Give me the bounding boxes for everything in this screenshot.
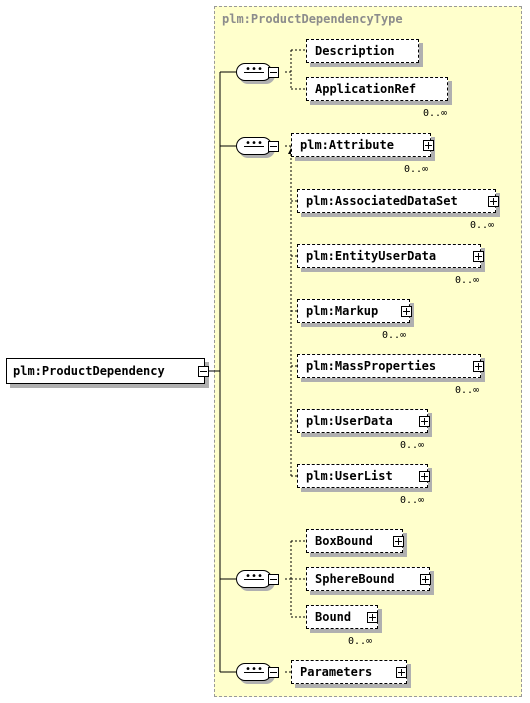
group-2-collapse-toggle[interactable]	[268, 141, 279, 152]
element-label: BoxBound	[315, 534, 373, 548]
element-label: SphereBound	[315, 572, 395, 586]
element-label: plm:Attribute	[300, 138, 394, 152]
occurs-label: 0..∞	[455, 275, 480, 286]
root-collapse-toggle[interactable]	[198, 366, 209, 377]
element-entityuserdata[interactable]: plm:EntityUserData	[297, 244, 481, 268]
expand-toggle[interactable]	[401, 306, 412, 317]
group-4-collapse-toggle[interactable]	[268, 667, 279, 678]
expand-toggle[interactable]	[393, 536, 404, 547]
sequence-compositor-1: •••	[236, 63, 272, 81]
element-label: Bound	[315, 610, 352, 624]
occurs-label: 0..∞	[423, 108, 448, 119]
expand-toggle[interactable]	[420, 574, 431, 585]
element-userdata[interactable]: plm:UserData	[297, 409, 428, 433]
element-applicationref[interactable]: ApplicationRef	[306, 77, 448, 101]
element-attribute[interactable]: plm:Attribute	[291, 133, 431, 157]
expand-toggle[interactable]	[473, 251, 484, 262]
element-label: Parameters	[300, 665, 373, 679]
element-label: plm:Markup	[306, 304, 379, 318]
type-title: plm:ProductDependencyType	[222, 12, 403, 26]
element-label: plm:AssociatedDataSet	[306, 194, 458, 208]
element-label: plm:EntityUserData	[306, 249, 437, 263]
element-massproperties[interactable]: plm:MassProperties	[297, 354, 481, 378]
element-userlist[interactable]: plm:UserList	[297, 464, 428, 488]
expand-toggle[interactable]	[396, 667, 407, 678]
root-element[interactable]: plm:ProductDependency	[6, 358, 205, 384]
choice-compositor: •••	[236, 137, 272, 155]
occurs-label: 0..∞	[404, 164, 429, 175]
element-markup[interactable]: plm:Markup	[297, 299, 410, 323]
occurs-label: 0..∞	[382, 330, 407, 341]
group-1-collapse-toggle[interactable]	[268, 67, 279, 78]
root-element-label: plm:ProductDependency	[13, 364, 165, 378]
element-label: plm:UserData	[306, 414, 393, 428]
occurs-label: 0..∞	[470, 220, 495, 231]
element-label: Description	[315, 44, 395, 58]
element-label: plm:MassProperties	[306, 359, 437, 373]
element-spherebound[interactable]: SphereBound	[306, 567, 430, 591]
group-3-collapse-toggle[interactable]	[268, 574, 279, 585]
occurs-label: 0..∞	[400, 495, 425, 506]
expand-toggle[interactable]	[423, 140, 434, 151]
expand-toggle[interactable]	[488, 196, 499, 207]
sequence-compositor-4: •••	[236, 663, 272, 681]
occurs-label: 0..∞	[400, 440, 425, 451]
expand-toggle[interactable]	[419, 416, 430, 427]
element-label: plm:UserList	[306, 469, 393, 483]
expand-toggle[interactable]	[473, 361, 484, 372]
expand-toggle[interactable]	[419, 471, 430, 482]
element-associateddataset[interactable]: plm:AssociatedDataSet	[297, 189, 496, 213]
element-boxbound[interactable]: BoxBound	[306, 529, 403, 553]
element-description[interactable]: Description	[306, 39, 419, 63]
occurs-label: 0..∞	[348, 636, 373, 647]
occurs-label: 0..∞	[455, 385, 480, 396]
expand-toggle[interactable]	[367, 612, 378, 623]
element-label: ApplicationRef	[315, 82, 417, 96]
sequence-compositor-3: •••	[236, 570, 272, 588]
element-parameters[interactable]: Parameters	[291, 660, 407, 684]
